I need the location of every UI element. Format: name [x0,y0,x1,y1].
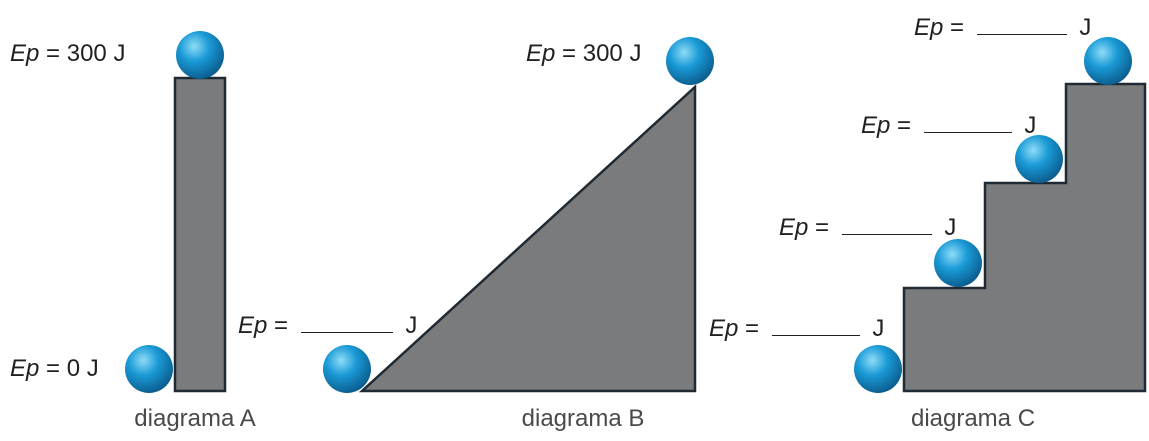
ep-value: 300 [66,40,107,67]
unit-joule: J [86,355,99,382]
diagram-c-step-1-label: Ep = J [779,214,956,242]
answer-blank [923,130,1012,133]
answer-blank [300,330,393,333]
ep-symbol: Ep [914,14,944,41]
unit-joule: J [944,214,957,241]
equals-sign: = [897,112,912,139]
ep-symbol: Ep [238,312,268,339]
diagram-c-ball-ground [854,345,902,393]
ep-symbol: Ep [709,315,739,342]
caption-diagram-b: diagrama B [521,405,645,432]
answer-blank [841,232,932,235]
diagram-a-ball-bottom [125,345,173,393]
diagram-c-step-3-label: Ep = J [914,14,1091,42]
ep-symbol: Ep [779,214,809,241]
ep-symbol: Ep [861,112,891,139]
equals-sign: = [950,14,965,41]
diagram-b-ramp [358,84,697,393]
diagram-b-ball-bottom [323,345,371,393]
answer-blank [976,32,1067,35]
diagram-b-top-label: Ep = 300 J [526,40,641,68]
equals-sign: = [274,312,289,339]
diagram-c-ball-step-1 [934,239,982,287]
ep-symbol: Ep [10,355,40,382]
diagram-c-staircase [902,82,1147,393]
unit-joule: J [1024,112,1037,139]
diagram-c-ball-step-2 [1015,135,1063,183]
equals-sign: = [745,315,760,342]
caption-diagram-a: diagrama A [134,405,256,432]
unit-joule: J [1079,14,1092,41]
diagram-a-ball-top [176,31,224,79]
diagram-b-bottom-label: Ep = J [238,312,417,340]
answer-blank [771,333,860,336]
unit-joule: J [872,315,885,342]
diagram-a-bottom-label: Ep = 0 J [10,355,99,383]
equals-sign: = [562,40,577,67]
ep-symbol: Ep [526,40,556,67]
unit-joule: J [629,40,642,67]
ep-value: 300 [582,40,623,67]
ep-value: 0 [66,355,81,382]
ep-symbol: Ep [10,40,40,67]
diagram-a-top-label: Ep = 300 J [10,40,125,68]
diagram-c-ground-label: Ep = J [709,315,884,343]
unit-joule: J [113,40,126,67]
equals-sign: = [46,40,61,67]
diagram-c-step-2-label: Ep = J [861,112,1036,140]
caption-diagram-c: diagrama C [910,405,1036,432]
equals-sign: = [815,214,830,241]
equals-sign: = [46,355,61,382]
diagram-b-ball-top [666,37,714,85]
diagram-c-ball-step-3 [1084,37,1132,85]
diagram-a-column [173,76,227,393]
unit-joule: J [405,312,418,339]
